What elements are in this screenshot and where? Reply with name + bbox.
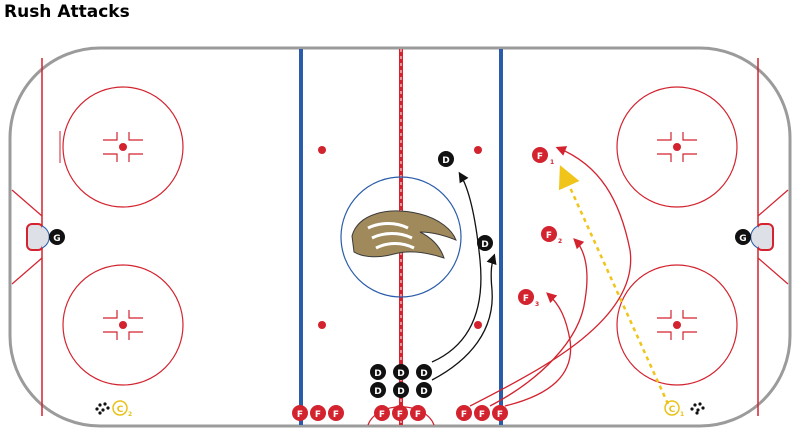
pass-line (558, 165, 670, 405)
svg-text:F: F (415, 410, 421, 420)
skate-path-f3 (504, 292, 572, 407)
svg-text:G: G (739, 234, 746, 244)
forward-3: F 3 (518, 289, 539, 308)
diagram-title: Rush Attacks (4, 2, 130, 22)
svg-text:F: F (497, 410, 503, 420)
svg-text:D: D (374, 369, 381, 379)
svg-text:F: F (297, 410, 303, 420)
skate-path-d-top (431, 171, 482, 363)
blue-line-left (299, 49, 303, 425)
skate-path-f2 (489, 238, 588, 407)
skate-path-f1 (469, 146, 632, 407)
svg-text:D: D (442, 156, 449, 166)
neutral-dot-tr (474, 146, 482, 154)
svg-text:3: 3 (535, 301, 539, 308)
goalie-right: G (735, 229, 751, 245)
ducks-logo-icon (351, 210, 457, 259)
forward-lineup: F F F F F F F F F (292, 405, 508, 421)
faceoff-circle-right-bottom (616, 264, 738, 386)
svg-text:F: F (379, 410, 385, 420)
puck-pile-icon (690, 402, 705, 415)
neutral-dot-br (474, 321, 482, 329)
svg-text:D: D (420, 387, 427, 397)
trapezoid-left (11, 189, 43, 285)
coach-left: C 2 (112, 400, 132, 418)
svg-text:D: D (397, 369, 404, 379)
coach-right: C 1 (664, 400, 684, 418)
svg-text:D: D (420, 369, 427, 379)
svg-text:D: D (397, 387, 404, 397)
faceoff-circle-left-bottom (62, 264, 184, 386)
svg-text:F: F (461, 410, 467, 420)
svg-text:D: D (481, 240, 488, 250)
skate-path-d-mid (431, 253, 497, 381)
svg-text:1: 1 (680, 411, 684, 418)
center-faceoff-circle (340, 176, 462, 298)
svg-text:D: D (374, 387, 381, 397)
defenseman-mid: D (477, 235, 493, 251)
blue-line-right (499, 49, 503, 425)
svg-text:C: C (117, 405, 124, 415)
net-left (26, 223, 50, 251)
neutral-dot-tl (318, 146, 326, 154)
forward-1: F 1 (532, 147, 554, 166)
faceoff-circle-right-top (616, 86, 738, 208)
puck-pile-icon (95, 402, 110, 415)
neutral-dot-bl (318, 321, 326, 329)
goalie-left: G (49, 229, 65, 245)
svg-text:F: F (315, 410, 321, 420)
net-right (750, 223, 774, 251)
trapezoid-right (757, 189, 789, 285)
svg-text:2: 2 (558, 238, 562, 245)
svg-text:G: G (53, 234, 60, 244)
svg-text:2: 2 (128, 411, 132, 418)
svg-text:F: F (546, 231, 552, 241)
faceoff-circle-left-top (59, 86, 184, 208)
svg-text:F: F (397, 410, 403, 420)
svg-text:C: C (669, 405, 676, 415)
svg-text:F: F (523, 294, 529, 304)
svg-text:1: 1 (550, 159, 554, 166)
svg-text:F: F (537, 152, 543, 162)
defenseman-top: D (438, 151, 454, 167)
forward-2: F 2 (541, 226, 562, 245)
svg-text:F: F (333, 410, 339, 420)
defense-lineup: D D D D D D (370, 364, 432, 398)
svg-text:F: F (479, 410, 485, 420)
